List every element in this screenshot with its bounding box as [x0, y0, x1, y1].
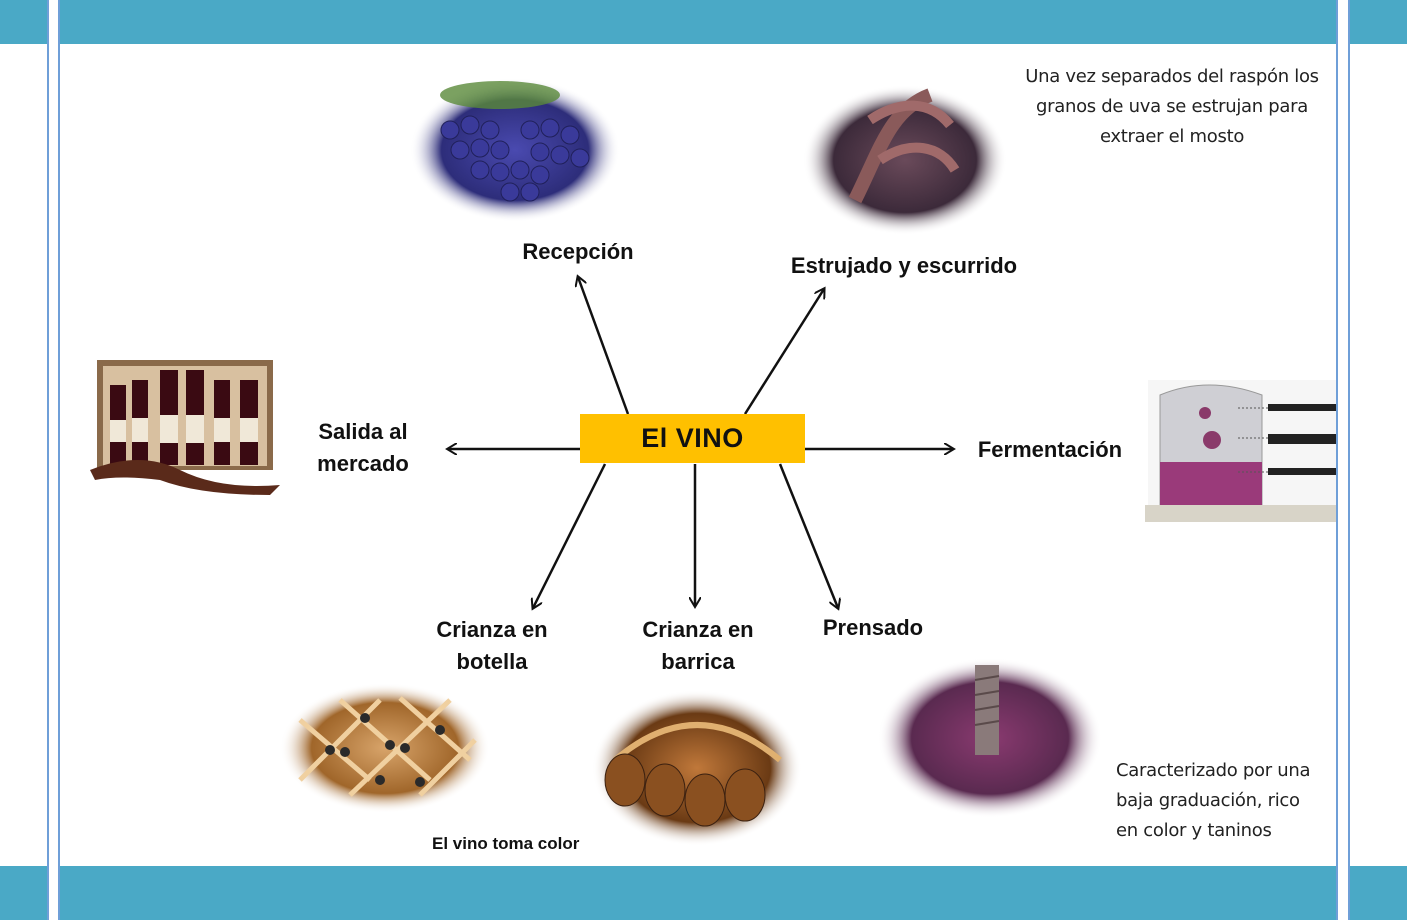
node-fermentacion: Fermentación — [962, 434, 1138, 466]
node-crianza-botella: Crianza en botella — [414, 614, 570, 678]
node-estrujado: Estrujado y escurrido — [760, 250, 1048, 282]
grapes-image — [410, 78, 620, 222]
page-border-left — [47, 0, 49, 920]
page-border-left-inner — [58, 0, 60, 920]
crusher-image — [803, 85, 1007, 235]
node-recepcion: Recepción — [500, 236, 656, 268]
note-prensado: Caracterizado por una baja graduación, r… — [1116, 756, 1331, 846]
bottom-band-right — [1350, 866, 1407, 920]
node-salida-line2: mercado — [317, 451, 409, 476]
page-border-right-inner — [1348, 0, 1350, 920]
node-crianza-botella-line2: botella — [456, 649, 528, 674]
note-prensado-line3: en color y taninos — [1116, 820, 1272, 841]
center-title-box: El VINO — [580, 414, 805, 463]
node-recepcion-label: Recepción — [522, 239, 634, 264]
arrow-prensado — [778, 463, 838, 608]
node-crianza-barrica: Crianza en barrica — [620, 614, 776, 678]
press-image — [878, 658, 1102, 818]
note-prensado-line2: baja graduación, rico — [1116, 790, 1300, 811]
page-border-right — [1336, 0, 1338, 920]
node-prensado-label: Prensado — [822, 615, 924, 640]
note-prensado-line1: Caracterizado por una — [1116, 760, 1311, 781]
arrow-crianza-botella — [533, 463, 607, 608]
node-prensado: Prensado — [808, 612, 938, 644]
top-band-right — [1350, 0, 1407, 44]
note-estrujado-line2: granos de uva se estrujan para — [1036, 96, 1308, 117]
note-barrica: El vino toma color — [432, 834, 580, 853]
node-salida-line1: Salida al — [318, 419, 408, 444]
node-crianza-barrica-line2: barrica — [661, 649, 735, 674]
wine-box-image — [90, 360, 280, 495]
top-band-left — [0, 0, 47, 44]
wine-rack-image — [280, 683, 490, 813]
barrels-image — [592, 690, 802, 846]
bottom-band — [60, 866, 1336, 920]
bottom-band-left — [0, 866, 47, 920]
fermentation-tank-image — [1145, 380, 1336, 522]
center-title: El VINO — [641, 423, 744, 453]
top-band — [60, 0, 1336, 44]
node-estrujado-label: Estrujado y escurrido — [790, 253, 1018, 278]
arrows — [448, 277, 953, 608]
note-estrujado-line3: extraer el mosto — [1099, 126, 1245, 147]
arrow-estrujado — [743, 289, 824, 415]
note-estrujado-line1: Una vez separados del raspón los — [1025, 66, 1319, 87]
node-fermentacion-label: Fermentación — [977, 437, 1123, 462]
node-crianza-barrica-line1: Crianza en — [642, 617, 754, 642]
node-crianza-botella-line1: Crianza en — [436, 617, 548, 642]
note-estrujado: Una vez separados del raspón los granos … — [1012, 62, 1332, 152]
node-salida: Salida al mercado — [298, 416, 428, 480]
arrow-recepcion — [578, 277, 630, 415]
